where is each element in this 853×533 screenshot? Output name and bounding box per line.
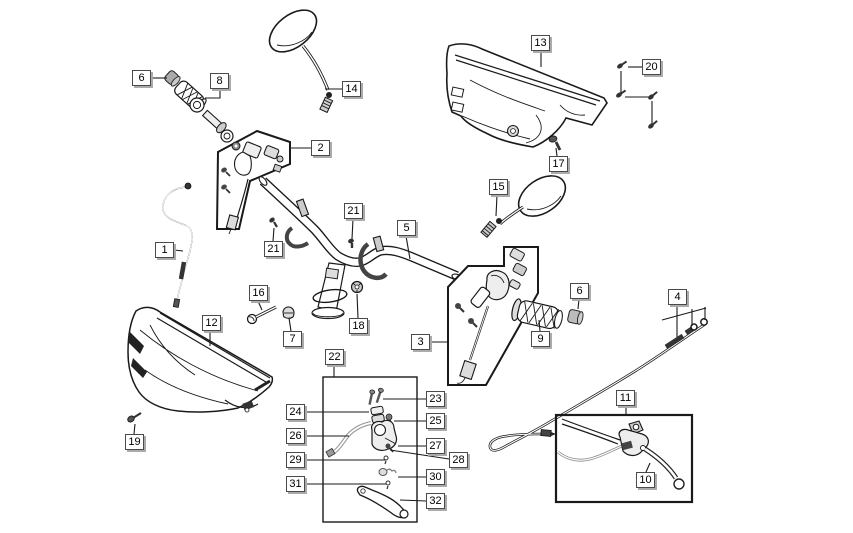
leader-line-21b xyxy=(272,227,275,242)
callout-5[interactable]: 5 xyxy=(397,220,416,236)
leader-line-8 xyxy=(205,89,221,99)
part-right-grip xyxy=(511,298,584,330)
leader-line-6r xyxy=(577,298,580,310)
callout-28[interactable]: 28 xyxy=(449,452,468,468)
leader-line-19 xyxy=(133,423,136,435)
leader-line-32 xyxy=(399,499,427,502)
callout-6r[interactable]: 6 xyxy=(570,283,589,299)
callout-4[interactable]: 4 xyxy=(668,289,687,305)
callout-26[interactable]: 26 xyxy=(286,428,305,444)
part-switch-plate xyxy=(215,129,291,235)
callout-19[interactable]: 19 xyxy=(125,434,144,450)
part-master-cylinder-kit xyxy=(325,387,409,519)
leader-line-4 xyxy=(661,307,707,321)
callout-15[interactable]: 15 xyxy=(489,179,508,195)
leader-line-10 xyxy=(645,462,651,473)
part-left-grip-assembly xyxy=(164,70,234,143)
part-cap-7 xyxy=(282,306,295,319)
group-box-22 xyxy=(322,376,418,523)
part-cover-screws xyxy=(616,60,658,129)
leader-line-15 xyxy=(495,194,498,217)
callout-14[interactable]: 14 xyxy=(342,81,361,97)
part-mirror-left xyxy=(268,9,334,114)
callout-32[interactable]: 32 xyxy=(426,493,445,509)
callout-22[interactable]: 22 xyxy=(325,349,344,365)
part-screw-17 xyxy=(548,135,562,151)
callout-18[interactable]: 18 xyxy=(349,318,368,334)
part-bolt-16 xyxy=(246,305,277,325)
callout-11[interactable]: 11 xyxy=(616,390,635,406)
part-rear-cover xyxy=(445,43,608,148)
callout-24[interactable]: 24 xyxy=(286,404,305,420)
callout-23[interactable]: 23 xyxy=(426,391,445,407)
leader-line-16 xyxy=(257,300,263,311)
callout-29[interactable]: 29 xyxy=(286,452,305,468)
leader-line-7 xyxy=(288,317,292,332)
part-throttle-cable xyxy=(162,182,193,308)
part-bar-end-cap xyxy=(567,309,584,325)
leader-line-5 xyxy=(405,235,411,260)
callout-8[interactable]: 8 xyxy=(210,73,229,89)
callout-13[interactable]: 13 xyxy=(531,35,550,51)
callout-1[interactable]: 1 xyxy=(155,242,174,258)
leader-line-28 xyxy=(389,449,450,460)
callout-7[interactable]: 7 xyxy=(283,331,302,347)
leader-line-21a xyxy=(351,218,354,240)
callout-10[interactable]: 10 xyxy=(636,472,655,488)
callout-16[interactable]: 16 xyxy=(249,285,268,301)
group-box-11 xyxy=(554,413,694,504)
callout-25[interactable]: 25 xyxy=(426,413,445,429)
callout-3[interactable]: 3 xyxy=(411,334,430,350)
part-mirror-right xyxy=(480,175,567,239)
callout-21b[interactable]: 21 xyxy=(264,241,283,257)
callout-17[interactable]: 17 xyxy=(549,156,568,172)
leader-line-1 xyxy=(173,249,184,252)
callout-31[interactable]: 31 xyxy=(286,476,305,492)
callout-9[interactable]: 9 xyxy=(531,331,550,347)
callout-2[interactable]: 2 xyxy=(311,140,330,156)
part-handlebar xyxy=(258,176,463,320)
callout-21a[interactable]: 21 xyxy=(344,203,363,219)
callout-27[interactable]: 27 xyxy=(426,438,445,454)
leader-line-9 xyxy=(538,319,541,332)
callout-30[interactable]: 30 xyxy=(426,469,445,485)
part-switch-housing xyxy=(447,246,539,386)
part-front-cover xyxy=(127,306,274,413)
leader-line-18 xyxy=(356,293,359,319)
callout-12[interactable]: 12 xyxy=(202,315,221,331)
part-screw-19 xyxy=(127,412,142,423)
leader-line-17 xyxy=(555,147,558,157)
part-brake-lever-assembly xyxy=(557,418,685,490)
part-brake-cable xyxy=(488,318,708,452)
callout-20[interactable]: 20 xyxy=(642,59,661,75)
callout-6l[interactable]: 6 xyxy=(132,70,151,86)
